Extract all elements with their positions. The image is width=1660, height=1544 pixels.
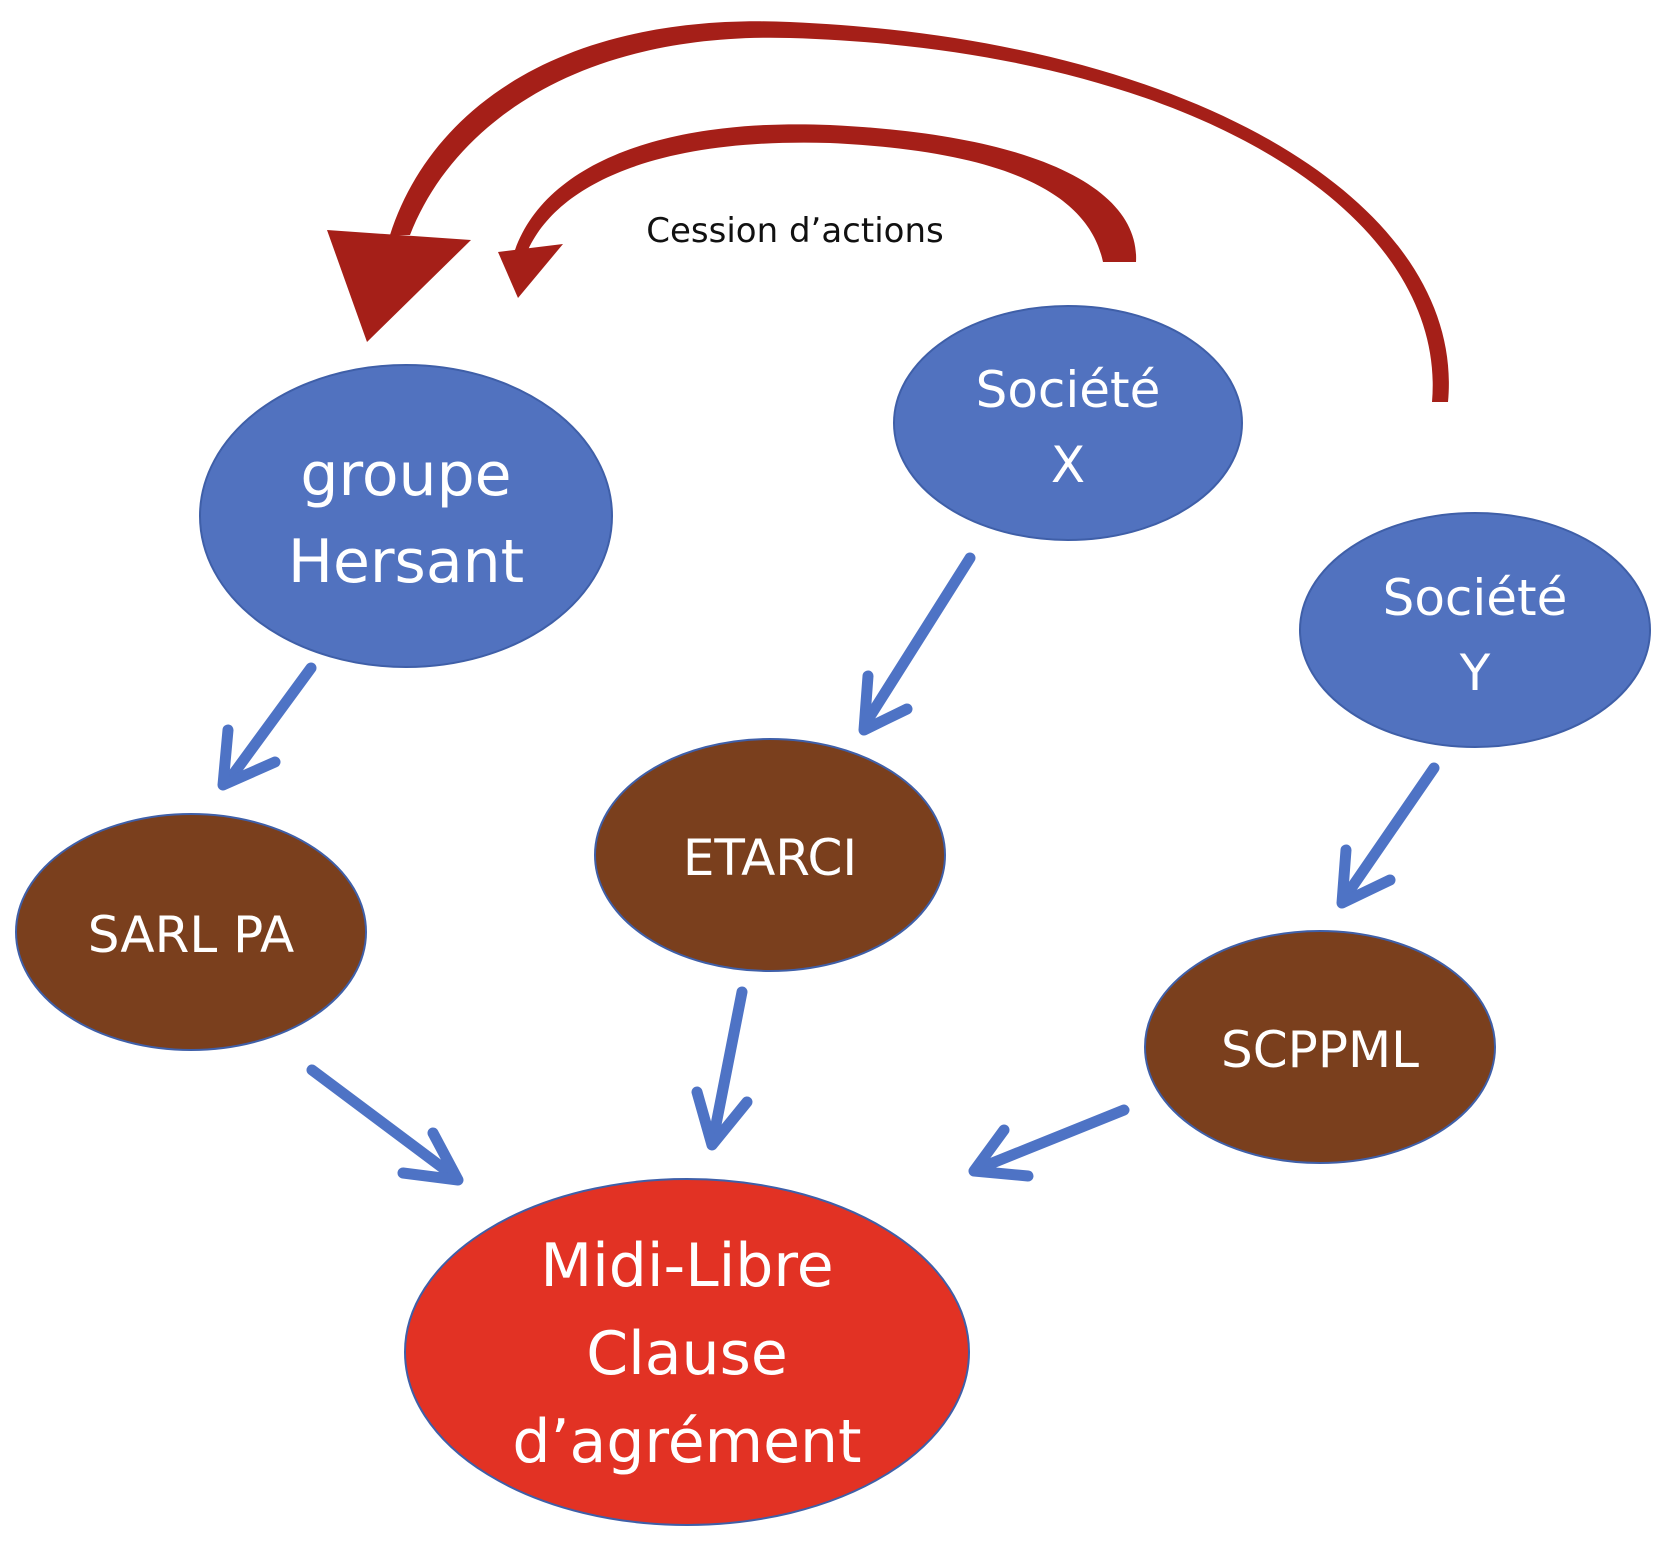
node-scppml-label: SCPPML xyxy=(1221,1021,1419,1079)
arrow-etarci-to-midi-libre xyxy=(691,986,753,1151)
node-midi-libre-line1: Midi-Libre xyxy=(540,1231,833,1301)
node-societe-x-line1: Société xyxy=(976,361,1161,419)
node-midi-libre-line3: d’agrément xyxy=(512,1407,861,1477)
transfer-arrows xyxy=(327,21,1449,402)
ownership-arrows xyxy=(217,552,1440,1186)
node-societe-y-line2: Y xyxy=(1459,644,1491,702)
node-societe-x-line2: X xyxy=(1051,436,1085,494)
node-etarci: ETARCI xyxy=(594,738,946,972)
transfer-arrowhead-large xyxy=(327,230,471,342)
node-sarl-pa-label: SARL PA xyxy=(88,906,295,964)
arrow-societe-x-to-etarci xyxy=(858,552,976,736)
node-groupe-hersant: groupe Hersant xyxy=(199,364,613,668)
transfer-label: Cession d’actions xyxy=(646,211,943,251)
node-groupe-hersant-line2: Hersant xyxy=(288,527,524,597)
node-scppml: SCPPML xyxy=(1144,930,1496,1164)
node-societe-y-line1: Société xyxy=(1383,569,1568,627)
arrow-sarl-pa-to-midi-libre xyxy=(306,1064,464,1186)
arrow-societe-y-to-scppml xyxy=(1336,762,1440,909)
arrow-hersant-to-sarl-pa xyxy=(217,662,317,791)
node-groupe-hersant-line1: groupe xyxy=(300,440,511,510)
arrow-scppml-to-midi-libre xyxy=(968,1104,1130,1182)
node-etarci-label: ETARCI xyxy=(683,829,857,887)
node-midi-libre-line2: Clause xyxy=(586,1319,788,1389)
transfer-arrow-societe-x-to-hersant xyxy=(515,124,1137,262)
transfer-arrowhead-small xyxy=(498,244,563,298)
node-midi-libre: Midi-Libre Clause d’agrément xyxy=(404,1178,970,1526)
node-societe-x: Société X xyxy=(893,305,1243,541)
node-societe-y: Société Y xyxy=(1299,512,1651,748)
node-sarl-pa: SARL PA xyxy=(15,813,367,1051)
